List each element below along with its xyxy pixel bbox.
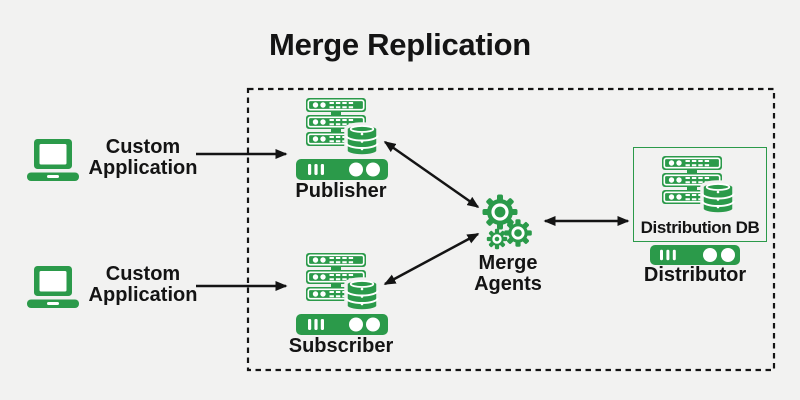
rack-unit [662,156,722,170]
database-icon [700,180,736,216]
merge-agents-label: Merge Agents [474,252,542,296]
distribution-db-box [633,147,767,242]
database-icon [344,122,380,158]
subscriber-server-stack-database-icon [296,253,388,335]
replication-boundary [246,87,776,372]
rack-unit [306,98,366,112]
distributor-label: Distributor [643,264,747,286]
gear-small [486,228,508,250]
publisher-server-stack-database-icon [296,98,388,180]
arrow-subscriber-merge-agents [383,232,480,286]
custom-application-top-label: Custom Application [88,136,198,180]
distribution-db-server-stack-database-icon [662,156,736,216]
server-bar [296,314,388,335]
distributor-server-rack-icon [650,245,740,265]
subscriber-label: Subscriber [288,335,394,357]
gear-medium [504,219,532,247]
arrow-publisher-merge-agents [383,140,480,209]
diagram-title: Merge Replication [269,27,531,62]
server-bar [296,159,388,180]
database-icon [344,277,380,313]
custom-application-bottom-label: Custom Application [88,263,198,307]
gears-icon [482,194,532,250]
distribution-db-label: Distribution DB [640,218,760,237]
rack-unit [306,253,366,267]
laptop-icon [27,266,79,308]
laptop-icon [27,139,79,181]
publisher-label: Publisher [295,180,387,202]
